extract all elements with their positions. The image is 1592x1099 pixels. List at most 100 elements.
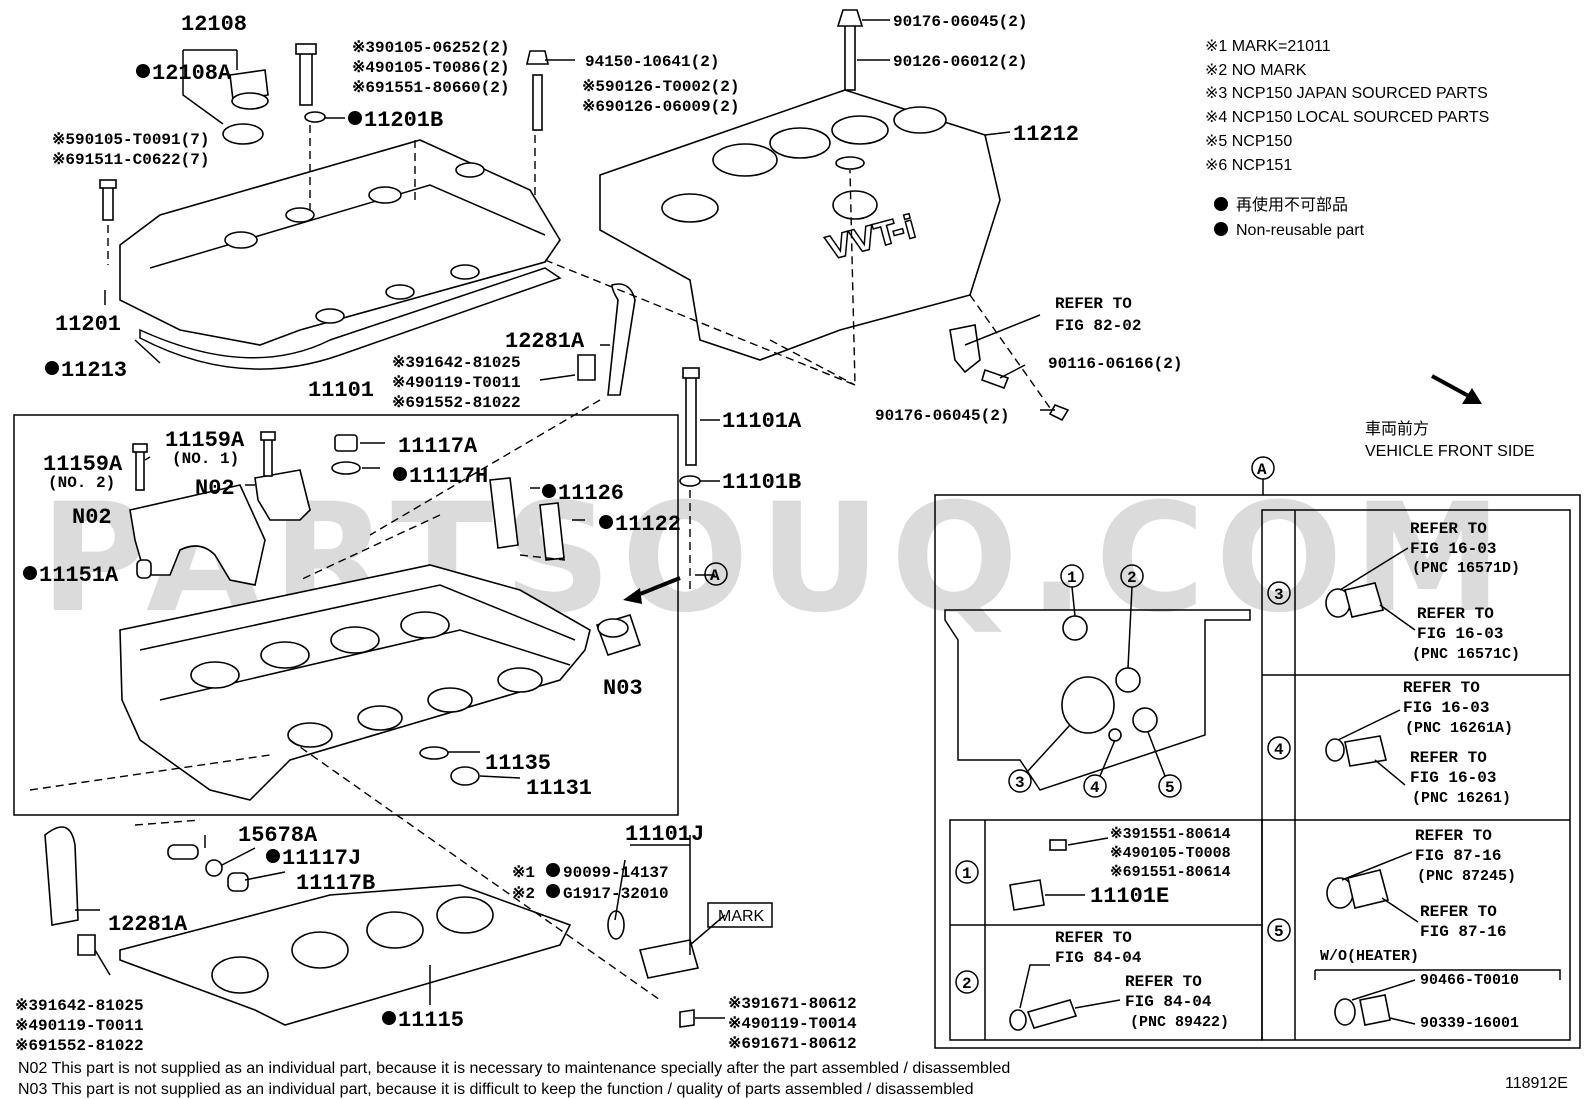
label-11159A-no1: 11159A: [165, 428, 245, 453]
label-11201B: 11201B: [364, 108, 443, 133]
part-labels: 12108 12108A ※590105-T0091(7) ※691511-C0…: [15, 12, 1182, 1055]
legend-note-2: ※2 NO MARK: [1205, 62, 1307, 79]
label-note-1: ※1: [512, 864, 535, 882]
non-reusable-dot-icon: [546, 863, 560, 877]
callout-1: 1: [1067, 569, 1077, 587]
label-11135: 11135: [485, 751, 551, 776]
c1-note-3: ※391551-80614: [1110, 826, 1231, 843]
legend-note-3: ※3 NCP150 JAPAN SOURCED PARTS: [1205, 85, 1488, 102]
non-reusable-dot-icon: [546, 884, 560, 898]
non-reusable-dot-icon: [393, 467, 407, 481]
c2-refer-1: REFER TO: [1055, 929, 1132, 947]
lower-parts-drawing: [44, 826, 700, 1028]
label-90116-06166: 90116-06166(2): [1048, 355, 1182, 373]
label-11201: 11201: [55, 312, 121, 337]
label-no1: (NO. 1): [172, 450, 239, 468]
label-fig-82-02: FIG 82-02: [1055, 317, 1141, 335]
label-90119-t0014: ※490119-T0014: [728, 1015, 857, 1033]
c5-refer-2: REFER TO: [1420, 903, 1497, 921]
label-mark: MARK: [718, 908, 765, 925]
c4-fig-2: FIG 16-03: [1410, 769, 1496, 787]
label-11126: 11126: [558, 481, 624, 506]
c1-note-4: ※490105-T0008: [1110, 845, 1231, 862]
c5-part-1: 90466-T0010: [1420, 972, 1519, 989]
label-n02-lower: N02: [72, 505, 112, 530]
c3-pnc-2: (PNC 16571C): [1412, 646, 1520, 663]
cell-2-number: 2: [962, 975, 972, 993]
label-91642-81025-bottom: ※391642-81025: [15, 997, 144, 1015]
detail-a-panel: A 1 2 3 4 5 3 4: [934, 456, 1581, 1049]
label-90105-t0086: ※490105-T0086(2): [352, 59, 509, 77]
label-91642-81025-top: ※391642-81025: [392, 354, 521, 372]
label-11101A: 11101A: [722, 409, 802, 434]
label-91551-80660: ※691551-80660(2): [352, 79, 509, 97]
legend-note-1: ※1 MARK=21011: [1205, 38, 1331, 55]
legend-note-4: ※4 NCP150 LOCAL SOURCED PARTS: [1205, 109, 1489, 126]
label-11212: 11212: [1013, 122, 1079, 147]
guide-lines: [29, 125, 1051, 1001]
c3-pnc-1: (PNC 16571D): [1412, 560, 1520, 577]
c3-fig-1: FIG 16-03: [1410, 540, 1496, 558]
c5-refer-1: REFER TO: [1415, 827, 1492, 845]
c4-refer-1: REFER TO: [1403, 679, 1480, 697]
c5-part-2: 90339-16001: [1420, 1015, 1519, 1032]
legend-non-reusable-jp: 再使用不可部品: [1236, 196, 1348, 214]
label-94150-10641: 94150-10641(2): [585, 53, 719, 71]
c4-refer-2: REFER TO: [1410, 749, 1487, 767]
cylinder-head-box: [13, 414, 679, 816]
label-90126-06009: ※690126-06009(2): [582, 98, 739, 116]
footnote-n03: N03 This part is not supplied as an indi…: [18, 1081, 974, 1098]
label-90126-06012: 90126-06012(2): [893, 53, 1027, 71]
direction-jp: 車両前方: [1365, 420, 1429, 438]
non-reusable-dot-icon: [542, 484, 556, 498]
legend-note-6: ※6 NCP151: [1205, 157, 1292, 174]
non-reusable-dot-icon: [23, 566, 37, 580]
callout-2: 2: [1127, 569, 1137, 587]
label-12108A: 12108A: [152, 61, 232, 86]
legend-non-reusable-en: Non-reusable part: [1236, 222, 1365, 239]
label-91671-80612-b: ※691671-80612: [728, 1035, 857, 1053]
label-11131: 11131: [526, 776, 592, 801]
detail-number-callouts: 1 2 3 4 5: [1008, 564, 1182, 798]
footnote-n02: N02 This part is not supplied as an indi…: [18, 1060, 1010, 1077]
label-90176-06045-bottom: 90176-06045(2): [875, 407, 1009, 425]
c4-pnc-1: (PNC 16261A): [1405, 720, 1513, 737]
label-90119-t0011-bottom: ※490119-T0011: [15, 1017, 144, 1035]
label-note-2: ※2: [512, 885, 535, 903]
c5-fig-2: FIG 87-16: [1420, 923, 1506, 941]
label-91552-81022-top: ※691552-81022: [392, 394, 521, 412]
label-91552-81022-bottom: ※691552-81022: [15, 1037, 144, 1055]
bracket-drawing: [949, 324, 1070, 422]
figure-code: 118912E: [1505, 1075, 1568, 1092]
label-11213: 11213: [61, 358, 127, 383]
detail-arrow-icon: [623, 588, 642, 604]
c2-fig-1: FIG 84-04: [1055, 949, 1142, 967]
callout-5: 5: [1165, 779, 1175, 797]
c1-part: 11101E: [1090, 884, 1169, 909]
label-90126-t0002: ※590126-T0002(2): [582, 78, 739, 96]
label-n03: N03: [603, 676, 643, 701]
c4-fig-1: FIG 16-03: [1403, 699, 1489, 717]
non-reusable-dot-icon: [599, 515, 613, 529]
mark-box: [707, 902, 773, 928]
non-reusable-dot-icon: [136, 64, 150, 78]
cell-1-number: 1: [962, 865, 972, 883]
non-reusable-dot-icon: [45, 361, 59, 375]
c5-wo-heater: W/O(HEATER): [1320, 948, 1419, 965]
c5-pnc-1: (PNC 87245): [1417, 868, 1516, 885]
label-12281A-top: 12281A: [505, 329, 585, 354]
c5-fig-1: FIG 87-16: [1415, 847, 1501, 865]
label-11122: 11122: [615, 512, 681, 537]
label-11101J: 11101J: [625, 822, 704, 847]
leader-lines: [75, 19, 1055, 1019]
cell-3-number: 3: [1274, 586, 1284, 604]
legend: ※1 MARK=21011 ※2 NO MARK ※3 NCP150 JAPAN…: [1205, 38, 1489, 239]
label-11117H: 11117H: [409, 464, 488, 489]
c3-fig-2: FIG 16-03: [1417, 625, 1503, 643]
engine-cover-drawing: VVT-i: [599, 9, 1001, 361]
callout-3: 3: [1015, 774, 1025, 792]
c1-note-6: ※691551-80614: [1110, 864, 1231, 881]
direction-en: VEHICLE FRONT SIDE: [1365, 443, 1535, 460]
label-11159A-no2: 11159A: [43, 452, 123, 477]
